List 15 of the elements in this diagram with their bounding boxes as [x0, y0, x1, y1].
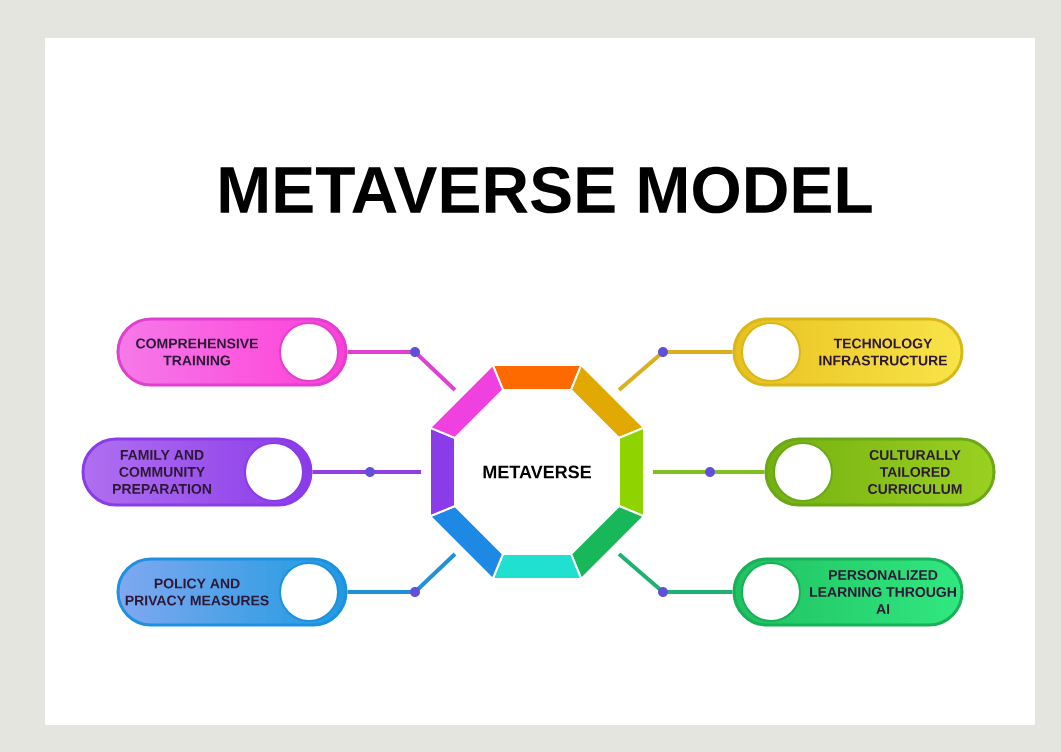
octagon: METAVERSE — [428, 363, 646, 581]
pill-box: COMPREHENSIVE TRAINING — [116, 317, 348, 387]
pill-box: FAMILY AND COMMUNITY PREPARATION — [81, 437, 313, 507]
pill-box: TECHNOLOGY INFRASTRUCTURE — [732, 317, 964, 387]
pill-box: CULTURALLY TAILORED CURRICULUM — [764, 437, 996, 507]
connector — [347, 552, 457, 597]
node-label: METAVERSE — [483, 465, 591, 479]
connector — [617, 552, 733, 597]
title: METAVERSE MODEL — [220, 166, 872, 214]
pill-box: POLICY AND PRIVACY MEASURES — [116, 557, 348, 627]
connector — [347, 347, 457, 392]
connector — [312, 467, 421, 477]
pill-box: PERSONALIZED LEARNING THROUGH AI — [732, 557, 964, 627]
connector — [617, 347, 733, 392]
connector — [653, 467, 765, 477]
